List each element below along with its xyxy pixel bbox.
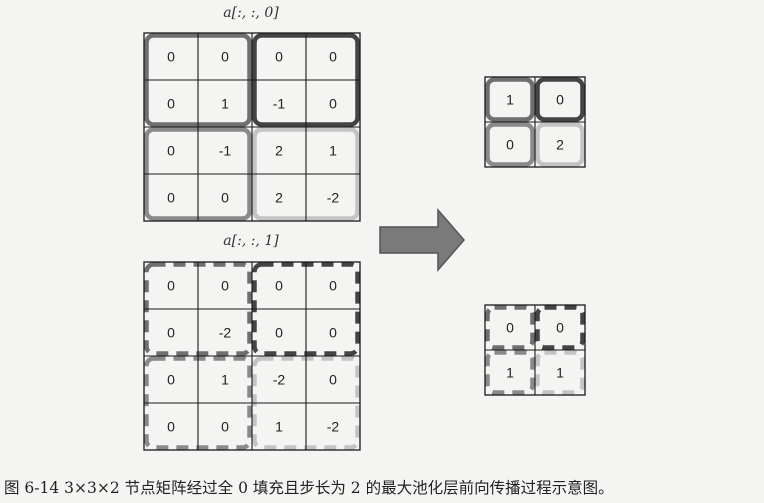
output-bottom-cell: 0 [556,320,564,336]
input-top-cell: 0 [221,190,229,206]
input-bottom-cell: 0 [221,419,229,435]
output-top-pool-window [535,77,585,122]
input-top-cell: -2 [327,190,340,206]
output-bottom-cell: 0 [506,320,514,336]
output-top-pool-window [485,77,535,122]
input-top-cell: 0 [167,143,175,159]
right-arrow-icon [379,207,465,273]
input-bottom-cell: -2 [273,372,286,388]
input-top-cell: 0 [167,190,175,206]
pooling-diagram: a[:, :, 0] 0 0 0 0 0 1 -1 0 0 -1 2 1 0 0 2 -2 a[:, :, 1… [143,5,586,451]
input-bottom-cell: 1 [221,372,229,388]
input-bottom-cell: 0 [329,325,337,341]
output-top-cell: 0 [556,92,564,108]
input-bottom-cell: 0 [329,372,337,388]
output-top-cell: 1 [506,92,514,108]
input-top-cell: 0 [329,49,337,65]
input-bottom-cell: 0 [167,278,175,294]
input-bottom-cell: 0 [167,419,175,435]
output-bottom-cell: 1 [506,365,514,381]
input-top-label: a[:, :, 0] [223,5,279,21]
input-top-cell: -1 [219,143,232,159]
output-matrix-top: 1 0 0 2 [484,76,586,168]
input-bottom-label: a[:, :, 1] [223,233,279,249]
input-top-cell: 1 [329,143,337,159]
output-top-pool-window [535,122,585,167]
input-top-cell: 1 [221,96,229,112]
input-top-cell: 0 [329,96,337,112]
input-top-cell: 0 [221,49,229,65]
input-bottom-cell: 0 [167,372,175,388]
output-matrix-bottom: 0 0 1 1 [484,304,586,396]
output-top-cell: 0 [506,137,514,153]
input-bottom-cell: 0 [275,278,283,294]
input-matrix-top: 0 0 0 0 0 1 -1 0 0 -1 2 1 0 0 2 -2 [143,32,361,222]
input-top-cell: 0 [167,49,175,65]
input-bottom-cell: -2 [219,325,232,341]
input-matrix-bottom: 0 0 0 0 0 -2 0 0 0 1 -2 0 0 0 1 -2 [143,261,361,451]
input-bottom-cell: -2 [327,419,340,435]
input-bottom-cell: 0 [329,278,337,294]
input-top-cell: 0 [167,96,175,112]
figure-caption: 图 6-14 3×3×2 节点矩阵经过全 0 填充且步长为 2 的最大池化层前向… [4,479,614,497]
input-bottom-cell: 1 [275,419,283,435]
output-bottom-cell: 1 [556,365,564,381]
input-bottom-cell: 0 [167,325,175,341]
input-bottom-cell: 0 [221,278,229,294]
input-top-cell: -1 [273,96,286,112]
input-bottom-cell: 0 [275,325,283,341]
output-top-pool-window [485,122,535,167]
input-top-cell: 2 [275,190,283,206]
input-top-cell: 2 [275,143,283,159]
output-top-cell: 2 [556,137,564,153]
input-top-cell: 0 [275,49,283,65]
